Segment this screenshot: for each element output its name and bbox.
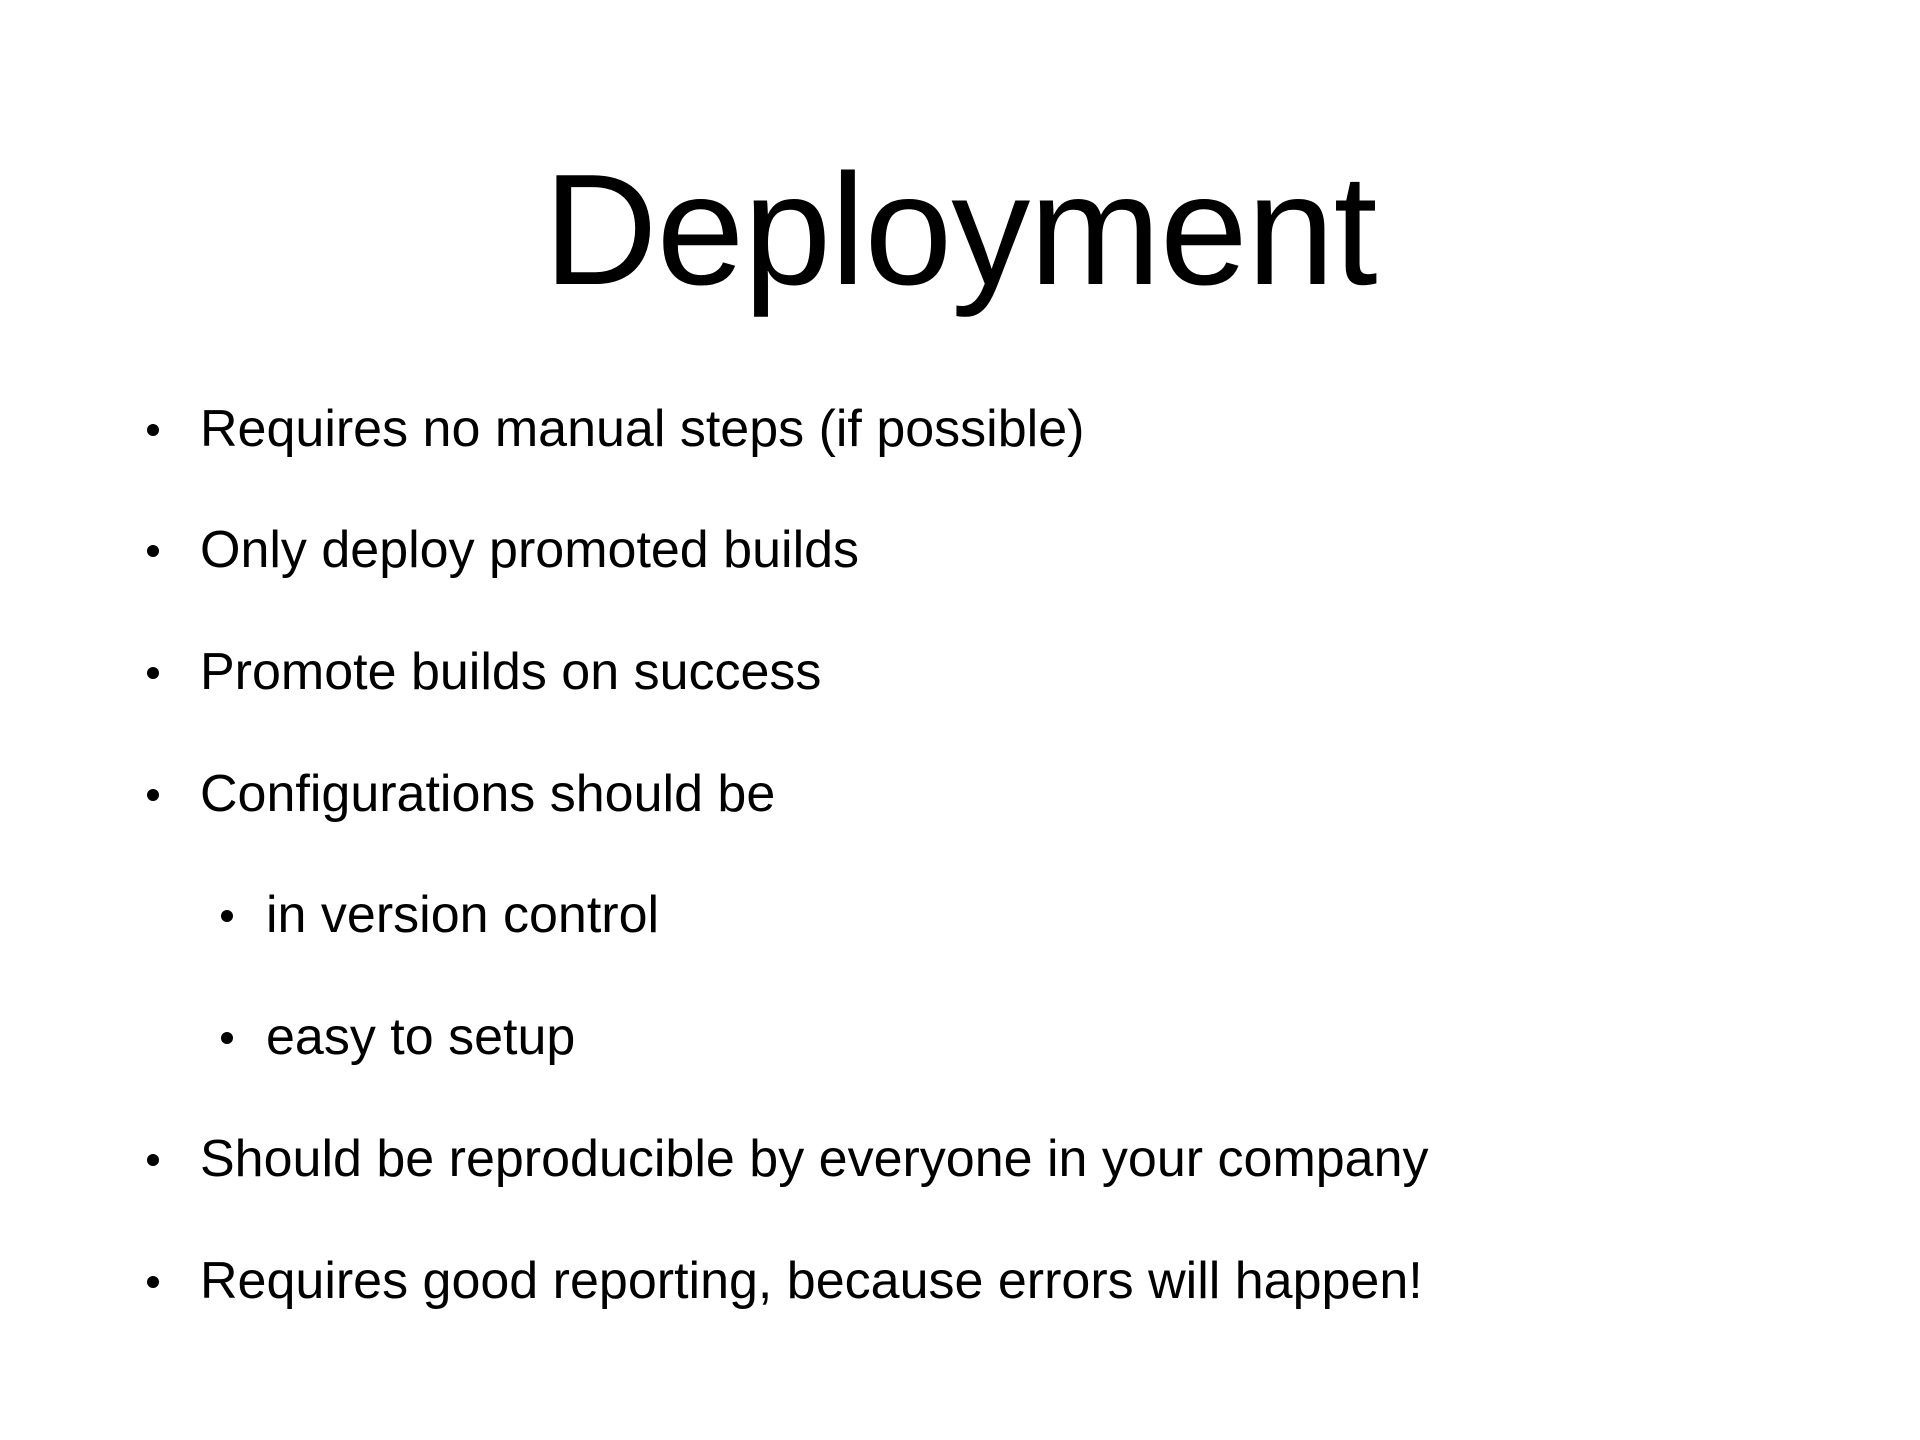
bullet-text: Requires no manual steps (if possible)	[200, 400, 1085, 458]
bullet-dot-icon	[221, 910, 233, 922]
bullet-text: Should be reproducible by everyone in yo…	[200, 1130, 1429, 1188]
bullet-text: Promote builds on success	[200, 643, 822, 701]
bullet-dot-icon	[147, 545, 159, 557]
bullet-text: easy to setup	[266, 1008, 576, 1066]
bullet-dot-icon	[147, 1154, 159, 1166]
slide-title: Deployment	[543, 142, 1377, 318]
bullet-dot-icon	[147, 667, 159, 679]
bullet-text: in version control	[266, 886, 660, 944]
bullet-dot-icon	[147, 1276, 159, 1288]
bullet-text: Only deploy promoted builds	[200, 521, 860, 579]
bullet-text: Requires good reporting, because errors …	[200, 1252, 1423, 1310]
bullet-dot-icon	[147, 789, 159, 801]
bullet-text: Configurations should be	[200, 765, 776, 823]
bullet-dot-icon	[147, 424, 159, 436]
bullet-dot-icon	[221, 1032, 233, 1044]
